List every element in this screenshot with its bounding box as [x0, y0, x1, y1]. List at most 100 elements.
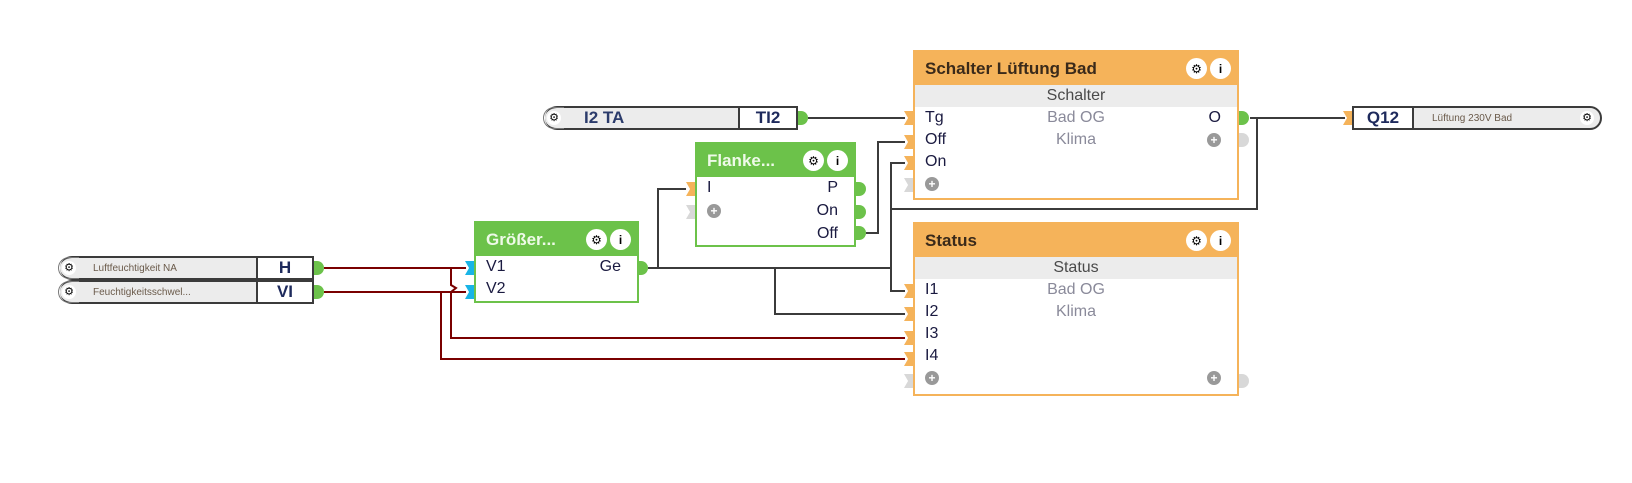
- block-status[interactable]: Status ⚙ i Status I1 Bad OG I2 Klima I3 …: [913, 222, 1239, 396]
- pin-row: V2: [476, 278, 637, 300]
- output-port-p[interactable]: [855, 182, 866, 196]
- gear-icon: ⚙: [547, 111, 561, 125]
- input-port-v1[interactable]: [465, 261, 474, 275]
- input-name: I2 TA: [584, 108, 625, 127]
- output-port-o[interactable]: [1238, 111, 1249, 125]
- block-header[interactable]: Flanke... ⚙ i: [697, 144, 854, 177]
- input-port-add[interactable]: [686, 205, 695, 219]
- settings-button[interactable]: ⚙: [58, 281, 79, 303]
- info-icon[interactable]: i: [827, 150, 848, 171]
- input-port-i3[interactable]: [904, 331, 913, 345]
- block-schalter[interactable]: Schalter Lüftung Bad ⚙ i Schalter Tg Bad…: [913, 50, 1239, 200]
- gear-icon[interactable]: ⚙: [1186, 58, 1207, 79]
- wire-bus-on-i1[interactable]: [890, 162, 905, 292]
- block-flanke[interactable]: Flanke... ⚙ i I P + On Off: [695, 142, 856, 247]
- block-title: Flanke...: [707, 150, 776, 170]
- block-category: Klima: [1055, 131, 1096, 148]
- add-input-button[interactable]: +: [707, 200, 721, 222]
- input-port-i1[interactable]: [904, 284, 913, 298]
- block-category: Klima: [1055, 303, 1096, 320]
- add-output-button[interactable]: +: [1207, 129, 1221, 151]
- pin-row: V1 Ge: [476, 256, 637, 278]
- wire-o-feedback[interactable]: [891, 118, 1258, 210]
- output-port-ti2[interactable]: [797, 111, 808, 125]
- output-pin-on: On: [816, 202, 838, 219]
- input-pin-off: Off: [925, 131, 947, 148]
- wire-vi-to-i4[interactable]: [440, 292, 905, 360]
- plus-icon: +: [707, 203, 721, 218]
- input-port-on[interactable]: [904, 156, 913, 170]
- output-q12[interactable]: Q12 Lüftung 230V Bad ⚙: [1352, 106, 1602, 130]
- block-location: Bad OG: [1047, 281, 1105, 298]
- pin-row: + On: [697, 200, 854, 223]
- block-title: Status: [925, 230, 977, 250]
- output-port-h[interactable]: [313, 261, 324, 275]
- pin-row: I4: [915, 345, 1237, 367]
- input-port-add[interactable]: [904, 178, 913, 192]
- info-icon[interactable]: i: [1210, 230, 1231, 251]
- input-pin-i: I: [707, 179, 712, 196]
- block-groesser[interactable]: Größer... ⚙ i V1 Ge V2: [474, 221, 639, 303]
- input-pin-i4: I4: [925, 347, 939, 364]
- wire-ge-to-flanke-i[interactable]: [657, 188, 686, 268]
- output-code: Q12: [1354, 108, 1414, 128]
- input-port-i2[interactable]: [904, 307, 913, 321]
- output-port-ge[interactable]: [637, 261, 648, 275]
- output-port-off[interactable]: [855, 226, 866, 240]
- output-port-on[interactable]: [855, 205, 866, 219]
- gear-icon[interactable]: ⚙: [1186, 230, 1207, 251]
- block-header[interactable]: Größer... ⚙ i: [476, 223, 637, 256]
- pin-row: I1 Bad OG: [915, 279, 1237, 301]
- block-header[interactable]: Status ⚙ i: [915, 224, 1237, 257]
- input-i2-ta[interactable]: ⚙ I2 TA TI2: [543, 106, 798, 130]
- add-input-button[interactable]: +: [925, 367, 939, 389]
- gear-icon[interactable]: ⚙: [803, 150, 824, 171]
- add-input-button[interactable]: +: [925, 173, 939, 195]
- input-pin-v1: V1: [486, 258, 506, 275]
- pin-row: Tg Bad OG O: [915, 107, 1237, 129]
- input-port-v2[interactable]: [465, 285, 474, 299]
- pin-row: Off: [697, 223, 854, 246]
- input-pin-i1: I1: [925, 281, 939, 298]
- pin-row: Off Klima +: [915, 129, 1237, 151]
- input-port-off[interactable]: [904, 135, 913, 149]
- input-port-add[interactable]: [904, 374, 913, 388]
- output-port-vi[interactable]: [313, 285, 324, 299]
- input-name: Feuchtigkeitsschwel...: [93, 286, 191, 298]
- block-location: Bad OG: [1047, 109, 1105, 126]
- input-pin-i2: I2: [925, 303, 939, 320]
- plus-icon: +: [925, 176, 939, 191]
- add-output-button[interactable]: +: [1207, 367, 1221, 389]
- wire-flanke-off-to-schalter-off[interactable]: [866, 141, 905, 234]
- input-luftfeuchtigkeit[interactable]: ⚙ Luftfeuchtigkeit NA H: [58, 256, 314, 280]
- input-port-i[interactable]: [686, 182, 695, 196]
- gear-icon[interactable]: ⚙: [586, 229, 607, 250]
- settings-button[interactable]: ⚙: [58, 257, 79, 279]
- output-pin-o: O: [1208, 109, 1221, 126]
- input-pin-i3: I3: [925, 325, 939, 342]
- output-port-add[interactable]: [1238, 374, 1249, 388]
- plus-icon: +: [1207, 370, 1221, 385]
- input-feuchtigkeitsschwelle[interactable]: ⚙ Feuchtigkeitsschwel... VI: [58, 280, 314, 304]
- input-pin-tg: Tg: [925, 109, 944, 126]
- plus-icon: +: [1207, 132, 1221, 147]
- info-icon[interactable]: i: [610, 229, 631, 250]
- input-name: Luftfeuchtigkeit NA: [93, 262, 177, 274]
- settings-button[interactable]: ⚙: [543, 107, 564, 129]
- wire-ge-to-status-i2[interactable]: [774, 268, 905, 315]
- info-icon[interactable]: i: [1210, 58, 1231, 79]
- input-port-i4[interactable]: [904, 352, 913, 366]
- block-subtitle: Schalter: [915, 85, 1237, 107]
- output-pin-ge: Ge: [599, 258, 621, 275]
- gear-icon[interactable]: ⚙: [1580, 111, 1594, 125]
- input-pin-v2: V2: [486, 280, 506, 297]
- wire-h-to-i3[interactable]: [450, 268, 905, 339]
- input-port-q12[interactable]: [1343, 111, 1352, 125]
- block-header[interactable]: Schalter Lüftung Bad ⚙ i: [915, 52, 1237, 85]
- plus-icon: +: [925, 370, 939, 385]
- block-title: Schalter Lüftung Bad: [925, 58, 1097, 78]
- output-port-add[interactable]: [1238, 133, 1249, 147]
- input-port-tg[interactable]: [904, 111, 913, 125]
- input-code: H: [256, 258, 312, 278]
